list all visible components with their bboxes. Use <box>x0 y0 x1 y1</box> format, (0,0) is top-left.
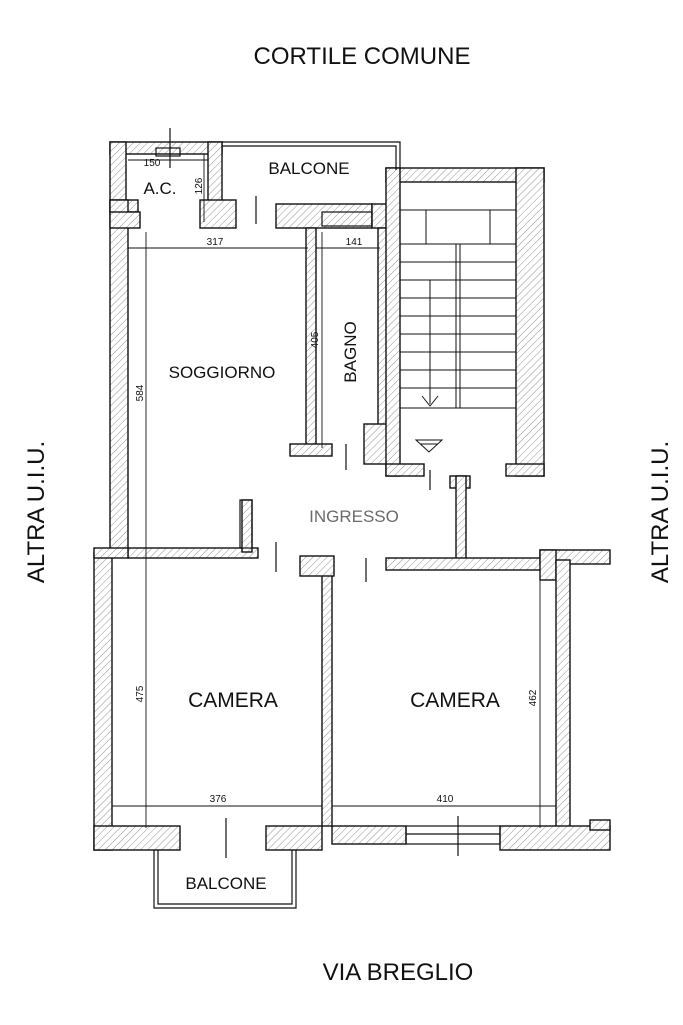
dim-camera-left-depth: 475 <box>135 685 146 702</box>
dim-ac-depth: 126 <box>194 177 205 194</box>
room-soggiorno: SOGGIORNO <box>169 363 276 382</box>
dimension-lines <box>112 154 556 828</box>
room-balcone-bottom: BALCONE <box>185 874 266 893</box>
dim-ac-width: 150 <box>144 158 161 169</box>
dim-soggiorno-depth: 584 <box>135 384 146 401</box>
dim-bagno-depth: 405 <box>310 331 321 348</box>
top-street-label: CORTILE COMUNE <box>254 43 471 70</box>
walls <box>93 141 611 851</box>
dim-camera-right-width: 410 <box>437 794 454 805</box>
room-balcone-top: BALCONE <box>268 159 349 178</box>
room-camera-left: CAMERA <box>188 689 278 712</box>
dim-camera-right-depth: 462 <box>528 689 539 706</box>
dim-bagno-width: 141 <box>346 237 363 248</box>
fixtures <box>153 128 501 909</box>
room-ac: A.C. <box>143 179 176 198</box>
bottom-street-label: VIA BREGLIO <box>323 959 474 986</box>
left-side-label: ALTRA U.I.U. <box>23 441 50 583</box>
room-ingresso: INGRESSO <box>309 507 399 526</box>
room-camera-right: CAMERA <box>410 689 500 712</box>
right-side-label: ALTRA U.I.U. <box>647 441 674 583</box>
dim-soggiorno-width: 317 <box>207 237 224 248</box>
room-bagno: BAGNO <box>341 321 360 382</box>
dim-camera-left-width: 376 <box>210 794 227 805</box>
staircase <box>399 209 517 453</box>
